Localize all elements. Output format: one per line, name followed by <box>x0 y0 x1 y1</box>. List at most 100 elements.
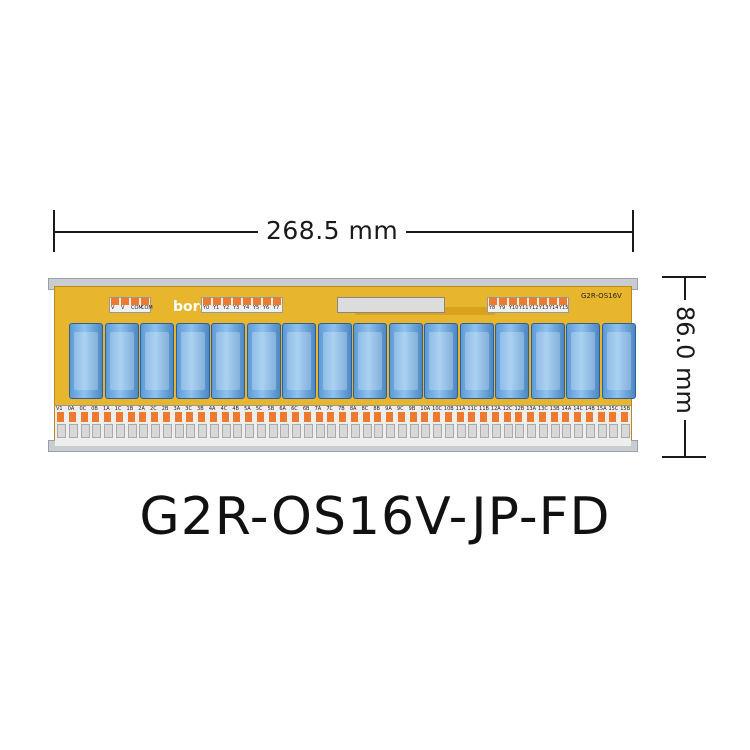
terminal-pin[interactable] <box>233 412 241 422</box>
terminal-screw[interactable] <box>268 424 278 438</box>
terminal-pin[interactable] <box>92 412 100 422</box>
terminal-screw[interactable] <box>585 424 595 438</box>
terminal-pin[interactable] <box>104 412 112 422</box>
terminal-pin[interactable] <box>489 298 497 305</box>
terminal-pin[interactable] <box>350 412 358 422</box>
terminal-pin[interactable] <box>198 412 206 422</box>
terminal-pin[interactable] <box>174 412 182 422</box>
terminal-screw[interactable] <box>421 424 431 438</box>
terminal-screw[interactable] <box>444 424 454 438</box>
terminal-pin[interactable] <box>233 298 241 305</box>
terminal-screw[interactable] <box>198 424 208 438</box>
terminal-screw[interactable] <box>374 424 384 438</box>
terminal-pin[interactable] <box>139 412 147 422</box>
terminal-screw[interactable] <box>221 424 231 438</box>
terminal-pin[interactable] <box>509 298 517 305</box>
terminal-screw[interactable] <box>245 424 255 438</box>
terminal-pin[interactable] <box>280 412 288 422</box>
terminal-pin[interactable] <box>315 412 323 422</box>
terminal-screw[interactable] <box>327 424 337 438</box>
terminal-pin[interactable] <box>519 298 527 305</box>
terminal-pin[interactable] <box>213 298 221 305</box>
terminal-pin[interactable] <box>127 412 135 422</box>
terminal-screw[interactable] <box>68 424 78 438</box>
terminal-screw[interactable] <box>139 424 149 438</box>
terminal-screw[interactable] <box>209 424 219 438</box>
terminal-screw[interactable] <box>162 424 172 438</box>
terminal-pin[interactable] <box>57 412 64 422</box>
terminal-screw[interactable] <box>433 424 443 438</box>
terminal-screw[interactable] <box>597 424 607 438</box>
terminal-screw[interactable] <box>350 424 360 438</box>
terminal-screw[interactable] <box>80 424 90 438</box>
terminal-pin[interactable] <box>621 412 629 422</box>
terminal-pin[interactable] <box>186 412 194 422</box>
terminal-screw[interactable] <box>127 424 137 438</box>
terminal-pin[interactable] <box>503 412 511 422</box>
terminal-screw[interactable] <box>104 424 114 438</box>
terminal-pin[interactable] <box>597 412 605 422</box>
terminal-screw[interactable] <box>550 424 560 438</box>
terminal-pin[interactable] <box>339 412 347 422</box>
terminal-pin[interactable] <box>256 412 264 422</box>
terminal-pin[interactable] <box>527 412 535 422</box>
terminal-pin[interactable] <box>253 298 261 305</box>
terminal-screw[interactable] <box>409 424 419 438</box>
terminal-screw[interactable] <box>233 424 243 438</box>
terminal-pin[interactable] <box>141 298 149 305</box>
terminal-pin[interactable] <box>151 412 159 422</box>
terminal-pin[interactable] <box>409 412 417 422</box>
terminal-pin[interactable] <box>433 412 441 422</box>
terminal-pin[interactable] <box>550 412 558 422</box>
terminal-pin[interactable] <box>115 412 123 422</box>
terminal-pin[interactable] <box>499 298 507 305</box>
terminal-pin[interactable] <box>574 412 582 422</box>
terminal-screw[interactable] <box>57 424 66 438</box>
terminal-pin[interactable] <box>80 412 88 422</box>
terminal-screw[interactable] <box>292 424 302 438</box>
terminal-pin[interactable] <box>245 412 253 422</box>
terminal-screw[interactable] <box>397 424 407 438</box>
terminal-pin[interactable] <box>549 298 557 305</box>
terminal-screw[interactable] <box>315 424 325 438</box>
terminal-screw[interactable] <box>503 424 513 438</box>
terminal-screw[interactable] <box>538 424 548 438</box>
terminal-screw[interactable] <box>515 424 525 438</box>
terminal-pin[interactable] <box>585 412 593 422</box>
terminal-pin[interactable] <box>515 412 523 422</box>
terminal-pin[interactable] <box>121 298 129 305</box>
terminal-pin[interactable] <box>243 298 251 305</box>
terminal-pin[interactable] <box>480 412 488 422</box>
terminal-pin[interactable] <box>111 298 119 305</box>
terminal-pin[interactable] <box>539 298 547 305</box>
terminal-pin[interactable] <box>131 298 139 305</box>
terminal-pin[interactable] <box>559 298 567 305</box>
terminal-screw[interactable] <box>115 424 125 438</box>
terminal-pin[interactable] <box>456 412 464 422</box>
terminal-pin[interactable] <box>374 412 382 422</box>
terminal-screw[interactable] <box>303 424 313 438</box>
terminal-pin[interactable] <box>362 412 370 422</box>
terminal-pin[interactable] <box>303 412 311 422</box>
terminal-pin[interactable] <box>263 298 271 305</box>
terminal-screw[interactable] <box>339 424 349 438</box>
terminal-screw[interactable] <box>468 424 478 438</box>
terminal-pin[interactable] <box>529 298 537 305</box>
terminal-pin[interactable] <box>468 412 476 422</box>
terminal-pin[interactable] <box>209 412 217 422</box>
terminal-screw[interactable] <box>92 424 102 438</box>
terminal-screw[interactable] <box>174 424 184 438</box>
terminal-pin[interactable] <box>538 412 546 422</box>
terminal-screw[interactable] <box>386 424 396 438</box>
terminal-pin[interactable] <box>292 412 300 422</box>
terminal-pin[interactable] <box>327 412 335 422</box>
terminal-pin[interactable] <box>273 298 281 305</box>
terminal-screw[interactable] <box>151 424 161 438</box>
terminal-screw[interactable] <box>362 424 372 438</box>
terminal-screw[interactable] <box>621 424 631 438</box>
terminal-pin[interactable] <box>221 412 229 422</box>
terminal-screw[interactable] <box>609 424 619 438</box>
terminal-pin[interactable] <box>268 412 276 422</box>
terminal-pin[interactable] <box>162 412 170 422</box>
terminal-pin[interactable] <box>421 412 429 422</box>
